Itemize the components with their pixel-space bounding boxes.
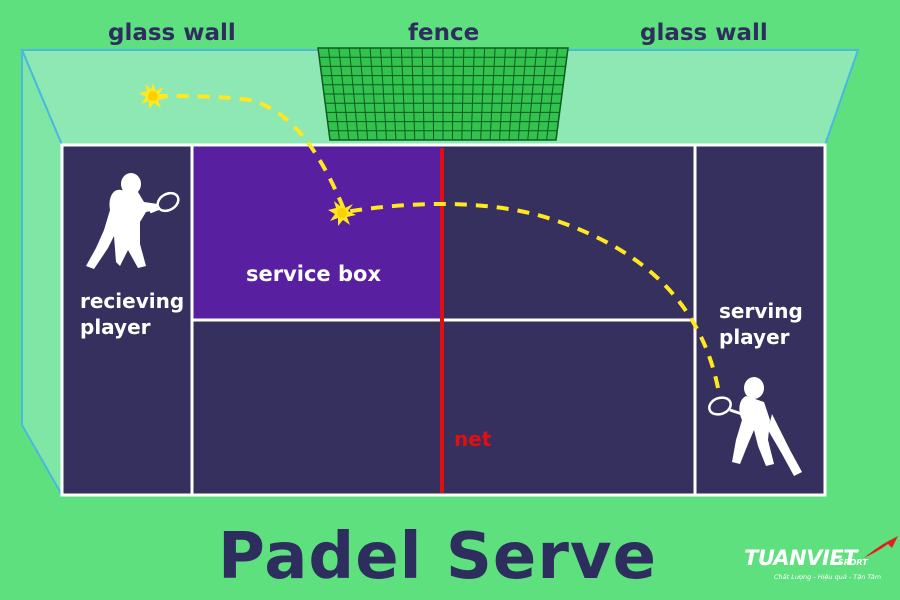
service-box-label: service box	[246, 262, 381, 286]
receiving-player-icon	[86, 173, 180, 269]
net-label: net	[454, 427, 492, 451]
brand-name: TUANVIET	[744, 546, 858, 570]
fence-label: fence	[408, 20, 480, 46]
glass-wall-right-label: glass wall	[640, 20, 768, 46]
brand-swoosh-icon	[864, 536, 898, 558]
ball-bounce-icon	[328, 200, 356, 226]
brand-tagline: Chất Lượng - Hiệu quả - Tận Tâm	[774, 573, 882, 581]
service-box	[192, 147, 442, 321]
serving-player-label-line2: player	[719, 325, 790, 349]
serving-player-label-line1: serving	[719, 299, 803, 323]
brand-suffix: SPORT	[838, 558, 868, 567]
serving-player-icon	[708, 377, 802, 476]
receiving-player-label-line2: player	[80, 315, 151, 339]
brand-logo: TUANVIET SPORT Chất Lượng - Hiệu quả - T…	[740, 536, 900, 600]
ball-trajectory	[154, 94, 720, 389]
receiving-player-label: recieving player	[80, 288, 184, 340]
diagram-title: Padel Serve	[218, 520, 657, 594]
serving-player-label: serving player	[719, 298, 803, 350]
ball-wall-hit-icon	[139, 83, 167, 109]
receiving-player-label-line1: recieving	[80, 289, 185, 313]
fence-mesh	[319, 47, 567, 141]
glass-wall-left-label: glass wall	[108, 20, 236, 46]
